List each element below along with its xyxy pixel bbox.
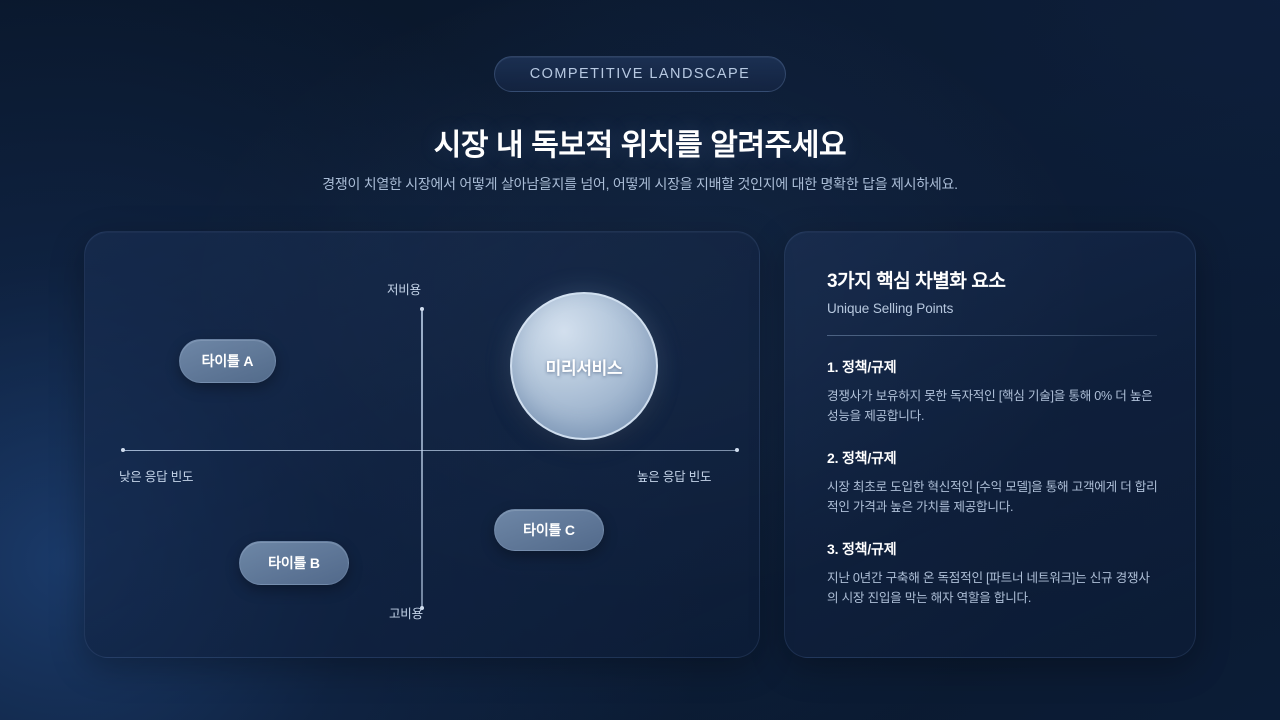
- usp-panel-title: 3가지 핵심 차별화 요소: [827, 271, 1006, 292]
- usp-item-heading: 2. 정책/규제: [827, 449, 897, 466]
- horizontal-axis: [123, 449, 737, 452]
- usp-item: 1. 정책/규제 경쟁사가 보유하지 못한 독자적인 [핵심 기술]을 통해 0…: [827, 357, 1159, 427]
- competitor-pill-b[interactable]: 타이틀 B: [239, 541, 349, 585]
- axis-cap-bottom: [419, 606, 424, 610]
- usp-item-heading: 3. 정책/규제: [827, 540, 897, 557]
- core-service-bubble[interactable]: 미리서비스: [510, 292, 658, 440]
- usp-item-body: 시장 최초로 도입한 혁신적인 [수익 모델]을 통해 고객에게 더 합리적인 …: [827, 479, 1158, 515]
- quadrant-chart: 저비용 고비용 낮은 응답 빈도 높은 응답 빈도 미리서비스 타이틀 A 타이…: [85, 232, 759, 657]
- section-badge: COMPETITIVE LANDSCAPE: [494, 56, 786, 92]
- axis-cap-right: [735, 447, 739, 452]
- usp-panel-divider: [827, 335, 1157, 336]
- axis-cap-top: [419, 307, 424, 311]
- vertical-axis: [421, 309, 423, 608]
- usp-card: 3가지 핵심 차별화 요소 Unique Selling Points 1. 정…: [784, 231, 1196, 658]
- axis-label-top: 저비용: [387, 283, 421, 297]
- usp-panel: 3가지 핵심 차별화 요소 Unique Selling Points 1. 정…: [827, 266, 1159, 608]
- page-subtitle: 경쟁이 치열한 시장에서 어떻게 살아남을지를 넘어, 어떻게 시장을 지배할 …: [322, 176, 958, 192]
- competitor-pill-a[interactable]: 타이틀 A: [179, 339, 276, 383]
- axis-cap-left: [121, 447, 125, 452]
- usp-item: 2. 정책/규제 시장 최초로 도입한 혁신적인 [수익 모델]을 통해 고객에…: [827, 448, 1159, 518]
- quadrant-card: 저비용 고비용 낮은 응답 빈도 높은 응답 빈도 미리서비스 타이틀 A 타이…: [84, 231, 760, 658]
- usp-item-body: 경쟁사가 보유하지 못한 독자적인 [핵심 기술]을 통해 0% 더 높은 성능…: [827, 389, 1153, 424]
- competitor-pill-c[interactable]: 타이틀 C: [494, 509, 604, 551]
- section-badge-label: COMPETITIVE LANDSCAPE: [529, 66, 751, 82]
- usp-item: 3. 정책/규제 지난 0년간 구축해 온 독점적인 [파트너 네트워크]는 신…: [827, 539, 1159, 609]
- axis-label-left: 낮은 응답 빈도: [119, 470, 194, 484]
- axis-label-bottom: 고비용: [389, 607, 423, 621]
- page-title: 시장 내 독보적 위치를 알려주세요: [433, 129, 847, 162]
- axis-label-right: 높은 응답 빈도: [637, 470, 712, 484]
- usp-panel-subtitle: Unique Selling Points: [827, 301, 954, 316]
- usp-item-body: 지난 0년간 구축해 온 독점적인 [파트너 네트워크]는 신규 경쟁사의 시장…: [827, 570, 1150, 605]
- core-service-label: 미리서비스: [545, 358, 623, 378]
- usp-item-heading: 1. 정책/규제: [827, 359, 897, 375]
